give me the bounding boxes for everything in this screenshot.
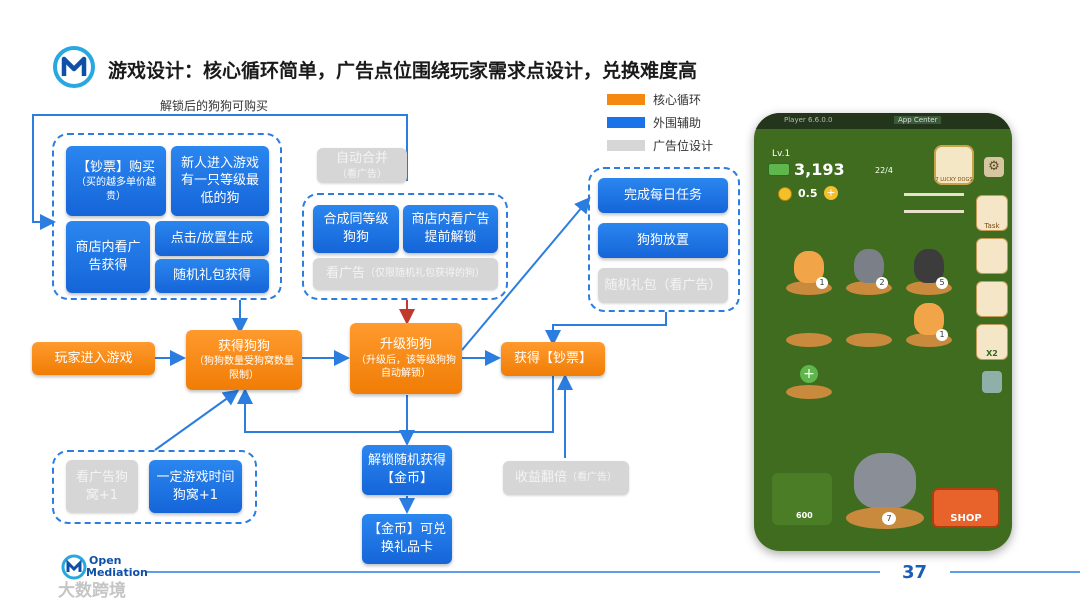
x2-button[interactable]: X2 [976,324,1008,360]
cash-value: 3,193 [794,160,845,179]
phone-status-right: App Center [894,116,942,124]
task-label: Task [984,222,1000,230]
achievement-button[interactable] [976,238,1008,274]
kennel-slot[interactable] [846,333,892,347]
task-button[interactable]: Task [976,195,1008,231]
kennel-slot[interactable] [786,385,832,399]
footer-logo-icon [61,554,87,580]
unlock-coin-node: 解锁随机获得【金币】 [362,445,452,495]
slot-level-badge: 7 [882,512,896,525]
merge-same-node: 合成同等级狗狗 [313,205,399,253]
bottom-dashed-group [52,450,257,524]
page-number: 37 [902,562,928,583]
phone-status-left: Player 6.6.0.0 [784,116,833,124]
enter-game-node: 玩家进入游戏 [32,342,155,375]
auto-merge-note: （看广告） [337,168,387,180]
income-double-label: 收益翻倍 [514,470,567,486]
get-ticket-node: 获得【钞票】 [501,342,605,376]
buy-dog-cost: 600 [796,511,813,520]
buy-dog-card[interactable] [772,473,832,525]
slot-level-badge: 1 [816,277,828,289]
footer-brand-line1: Open [89,554,122,567]
level-progress: 22/4 [875,166,893,175]
auto-merge-label: 自动合并 [335,150,388,166]
legend-swatch-core [607,94,645,105]
loop-label: 解锁后的狗狗可购买 [160,99,269,113]
get-dog-label: 获得狗狗 [217,338,270,354]
watch-ad-node: 看广告 （仅限随机礼包获得的狗） [313,258,498,290]
watch-ad-label: 看广告 [325,266,365,282]
phone-frame: Player 6.6.0.0 App Center Lv.1 3,193 22/… [754,113,1012,551]
footer-brand-line2: Mediation [86,566,148,579]
coin-icon [778,187,792,201]
click-place-node: 点击/放置生成 [155,221,269,256]
dog-place-node: 狗狗放置 [598,223,728,258]
merge-dashed-group [302,193,508,300]
rate-value: 0.5 [798,187,818,200]
ticket-buy-note: （买的越多单价越贵） [76,177,156,202]
lucky-dogs-label: 7 LUCKY DOGS [935,177,973,183]
shop-unlock-node: 商店内看广告提前解锁 [403,205,498,253]
upgrade-dog-node: 升级狗狗 （升级后，该等级狗狗自动解锁） [350,323,462,394]
legend-label-aux: 外围辅助 [653,116,702,130]
auto-merge-node: 自动合并 （看广告） [317,148,407,183]
page-title: 游戏设计：核心循环简单，广告点位围绕玩家需求点设计，兑换难度高 [108,60,698,82]
new-player-node: 新人进入游戏有一只等级最低的狗 [171,146,269,216]
x2-label: X2 [986,349,998,358]
random-gift-ad-node: 随机礼包（看广告） [598,268,728,303]
income-double-note: （看广告） [567,472,617,484]
trash-icon[interactable] [982,371,1002,393]
player-level: Lv.1 [772,149,791,159]
slot-level-badge: 5 [936,277,948,289]
kennel-slot[interactable] [786,333,832,347]
legend-swatch-ad [607,140,645,151]
get-dog-node: 获得狗狗 （狗狗数量受狗窝数量限制） [186,330,302,390]
add-kennel-icon[interactable]: + [800,365,818,383]
lucky-dogs-avatar[interactable] [934,145,974,185]
watermark: 大数跨境 [58,581,126,601]
big-husky-dog[interactable] [854,453,916,509]
daily-task-node: 完成每日任务 [598,178,728,213]
get-dog-note: （狗狗数量受狗窝数量限制） [194,356,294,381]
shop-label: SHOP [950,513,982,524]
open-mediation-logo [53,46,95,88]
settings-gear-icon[interactable]: ⚙ [984,157,1004,177]
left-dashed-group [52,133,282,300]
rate-plus-icon[interactable]: + [824,186,838,200]
auto-merge-button[interactable] [976,281,1008,317]
cash-icon [768,163,790,176]
upgrade-dog-note: （升级后，该等级狗狗自动解锁） [356,354,456,380]
time-kennel-node: 一定游戏时间狗窝+1 [149,460,242,513]
fence [904,193,964,213]
right-dashed-group [588,167,740,312]
legend-swatch-aux [607,117,645,128]
shop-button[interactable]: SHOP [932,488,1000,528]
slot-level-badge: 2 [876,277,888,289]
watch-ad-note: （仅限随机礼包获得的狗） [365,268,485,280]
upgrade-dog-label: 升级狗狗 [379,337,432,353]
random-gift-node: 随机礼包获得 [155,259,269,293]
income-double-node: 收益翻倍 （看广告） [503,461,629,495]
slot-level-badge: 1 [936,329,948,341]
ticket-buy-label: 【钞票】购买 [76,159,155,175]
legend-label-core: 核心循环 [653,93,702,107]
coin-redeem-node: 【金币】可兑换礼品卡 [362,514,452,564]
legend-label-ad: 广告位设计 [653,139,714,153]
ticket-buy-node: 【钞票】购买 （买的越多单价越贵） [66,146,166,216]
phone-status-bar [754,113,1012,129]
shop-ad-node: 商店内看广告获得 [66,221,150,293]
ad-kennel-node: 看广告狗窝+1 [66,460,138,513]
